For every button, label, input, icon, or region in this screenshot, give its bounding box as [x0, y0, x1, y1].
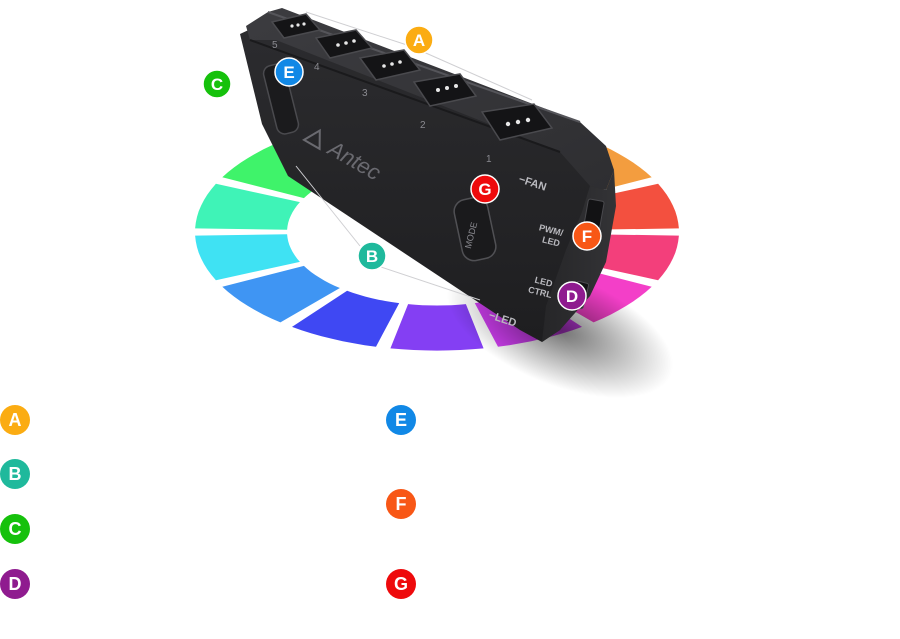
- fan-port-3: [358, 49, 422, 81]
- callout-g: G: [470, 174, 500, 204]
- port-number-1: 1: [486, 154, 492, 165]
- callout-d: D: [557, 281, 587, 311]
- legend-badge: F: [386, 489, 416, 519]
- callout-letter: D: [566, 287, 578, 306]
- legend-badge: G: [386, 569, 416, 599]
- legend-item-b: B: [0, 459, 30, 489]
- callout-letter: F: [582, 227, 592, 246]
- antec-logo-mark: [302, 128, 321, 151]
- legend-item-e: E: [386, 405, 416, 435]
- fan-port-5: [270, 13, 322, 39]
- fan-port-2: [412, 73, 478, 107]
- legend-item-g: G: [386, 569, 416, 599]
- color-wheel-segment: [222, 265, 340, 323]
- mode-button[interactable]: [452, 195, 498, 263]
- callout-letter: G: [478, 180, 491, 199]
- pwm-led-label: PWM/LED: [535, 222, 564, 248]
- callout-e: E: [274, 57, 304, 87]
- legend-item-c: C: [0, 514, 30, 544]
- legend-badge: B: [0, 459, 30, 489]
- fan-port-4: [314, 29, 374, 59]
- color-wheel-segment: [195, 234, 300, 281]
- legend-badge: A: [0, 405, 30, 435]
- port-number-3: 3: [362, 88, 368, 99]
- callout-letter: B: [366, 247, 378, 266]
- color-wheel-segment: [292, 290, 400, 347]
- legend-item-a: A: [0, 405, 30, 435]
- callout-c: C: [202, 69, 232, 99]
- callout-letter: E: [283, 63, 294, 82]
- led-ctrl-side-button: [262, 63, 300, 135]
- callout-f: F: [572, 221, 602, 251]
- legend-badge: E: [386, 405, 416, 435]
- port-number-4: 4: [314, 62, 320, 73]
- legend-badge: C: [0, 514, 30, 544]
- hub-front-face: [240, 20, 608, 342]
- callout-letter: C: [211, 75, 223, 94]
- port-number-5: 5: [272, 40, 278, 51]
- callout-a: A: [404, 25, 434, 55]
- legend-item-d: D: [0, 569, 30, 599]
- legend-item-f: F: [386, 489, 416, 519]
- legend-badge: D: [0, 569, 30, 599]
- color-wheel-segment: [195, 183, 300, 230]
- port-number-2: 2: [420, 120, 426, 131]
- callout-letter: A: [413, 31, 425, 50]
- callout-b: B: [357, 241, 387, 271]
